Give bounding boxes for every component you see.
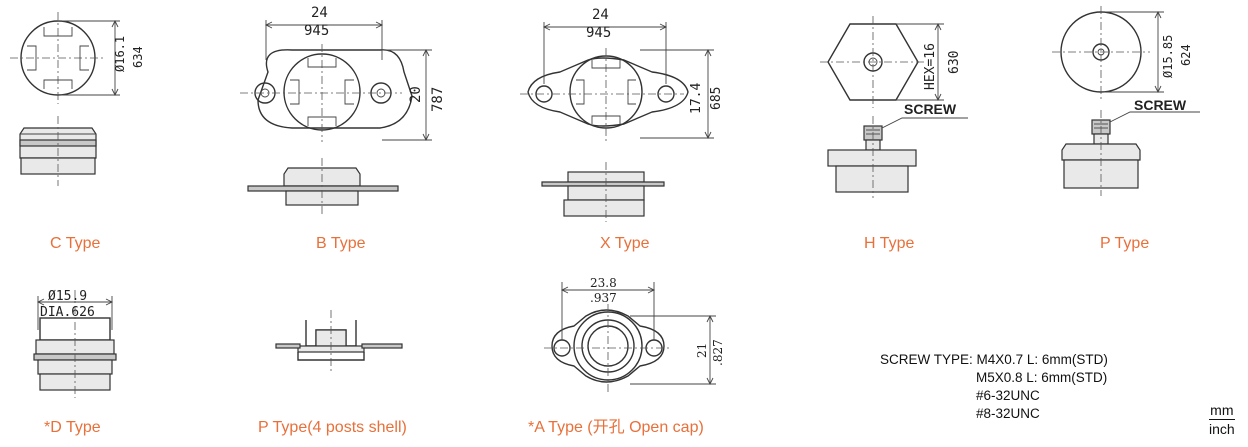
- b-dim-h-mm: 20: [408, 86, 424, 103]
- b-dim-w-in: 945: [304, 23, 329, 39]
- d-dim-in: DIA.626: [40, 305, 95, 320]
- b-dim-h-in: 787: [430, 87, 446, 112]
- p-dim-mm: Ø15.85: [1161, 35, 1175, 78]
- x-dim-h-mm: 17.4: [689, 83, 704, 114]
- unit-mm: mm: [1209, 402, 1235, 420]
- p-type-side-view: [1061, 110, 1200, 196]
- caption-x-type: X Type: [600, 235, 650, 252]
- p-screw-label: SCREW: [1134, 97, 1187, 113]
- x-type-top-view: [520, 22, 714, 142]
- units-legend: mm inch: [1209, 402, 1235, 437]
- d-dim-mm: Ø15.9: [48, 289, 87, 304]
- x-dim-h-in: 685: [709, 87, 724, 110]
- screw-type-item: #6-32UNC: [976, 388, 1040, 403]
- d-type-view: [33, 290, 117, 398]
- c-dim-mm: Ø16.1: [113, 36, 127, 72]
- p-type-top-view: [1052, 6, 1164, 100]
- screw-type-row-4: #8-32UNC: [880, 405, 1108, 423]
- caption-p-type: P Type: [1100, 235, 1149, 252]
- h-dim-in: 630: [947, 51, 962, 74]
- b-type-top-view: [240, 20, 432, 142]
- a-dim-h-mm: 21: [695, 343, 709, 358]
- x-type-side-view: [541, 162, 665, 222]
- caption-p4-type: P Type(4 posts shell): [258, 419, 407, 436]
- c-dim-in: 634: [131, 46, 145, 68]
- unit-inch: inch: [1209, 421, 1235, 437]
- h-dim-hex: HEX=16: [923, 43, 938, 90]
- p4-type-view: [275, 310, 403, 372]
- b-type-side-view: [247, 158, 399, 214]
- caption-d-type: *D Type: [44, 419, 101, 436]
- h-type-side-view: [827, 116, 968, 198]
- c-type-top-view: [10, 12, 120, 104]
- a-type-view: [544, 282, 716, 392]
- x-dim-w-mm: 24: [592, 7, 609, 23]
- c-type-side-view: [19, 116, 97, 186]
- screw-type-title: SCREW TYPE:: [880, 352, 973, 367]
- b-dim-w-mm: 24: [311, 5, 328, 21]
- a-dim-w-mm: 23.8: [590, 276, 617, 290]
- caption-b-type: B Type: [316, 235, 366, 252]
- caption-a-type: *A Type (开孔 Open cap): [528, 418, 704, 436]
- screw-type-item: M5X0.8 L: 6mm(STD): [976, 370, 1108, 385]
- p-dim-in: 624: [1179, 44, 1193, 66]
- screw-type-item: #8-32UNC: [976, 406, 1040, 421]
- h-type-top-view: [820, 16, 944, 108]
- screw-type-item: M4X0.7 L: 6mm(STD): [976, 352, 1108, 367]
- screw-type-list: SCREW TYPE: M4X0.7 L: 6mm(STD) M5X0.8 L:…: [880, 351, 1108, 423]
- caption-c-type: C Type: [50, 235, 101, 252]
- x-dim-w-in: 945: [586, 25, 611, 41]
- screw-type-row-3: #6-32UNC: [880, 387, 1108, 405]
- a-dim-h-in: .827: [711, 339, 725, 366]
- screw-type-row-1: SCREW TYPE: M4X0.7 L: 6mm(STD): [880, 351, 1108, 369]
- caption-h-type: H Type: [864, 235, 915, 252]
- screw-type-row-2: M5X0.8 L: 6mm(STD): [880, 369, 1108, 387]
- h-screw-label: SCREW: [904, 101, 957, 117]
- a-dim-w-in: .937: [590, 291, 617, 305]
